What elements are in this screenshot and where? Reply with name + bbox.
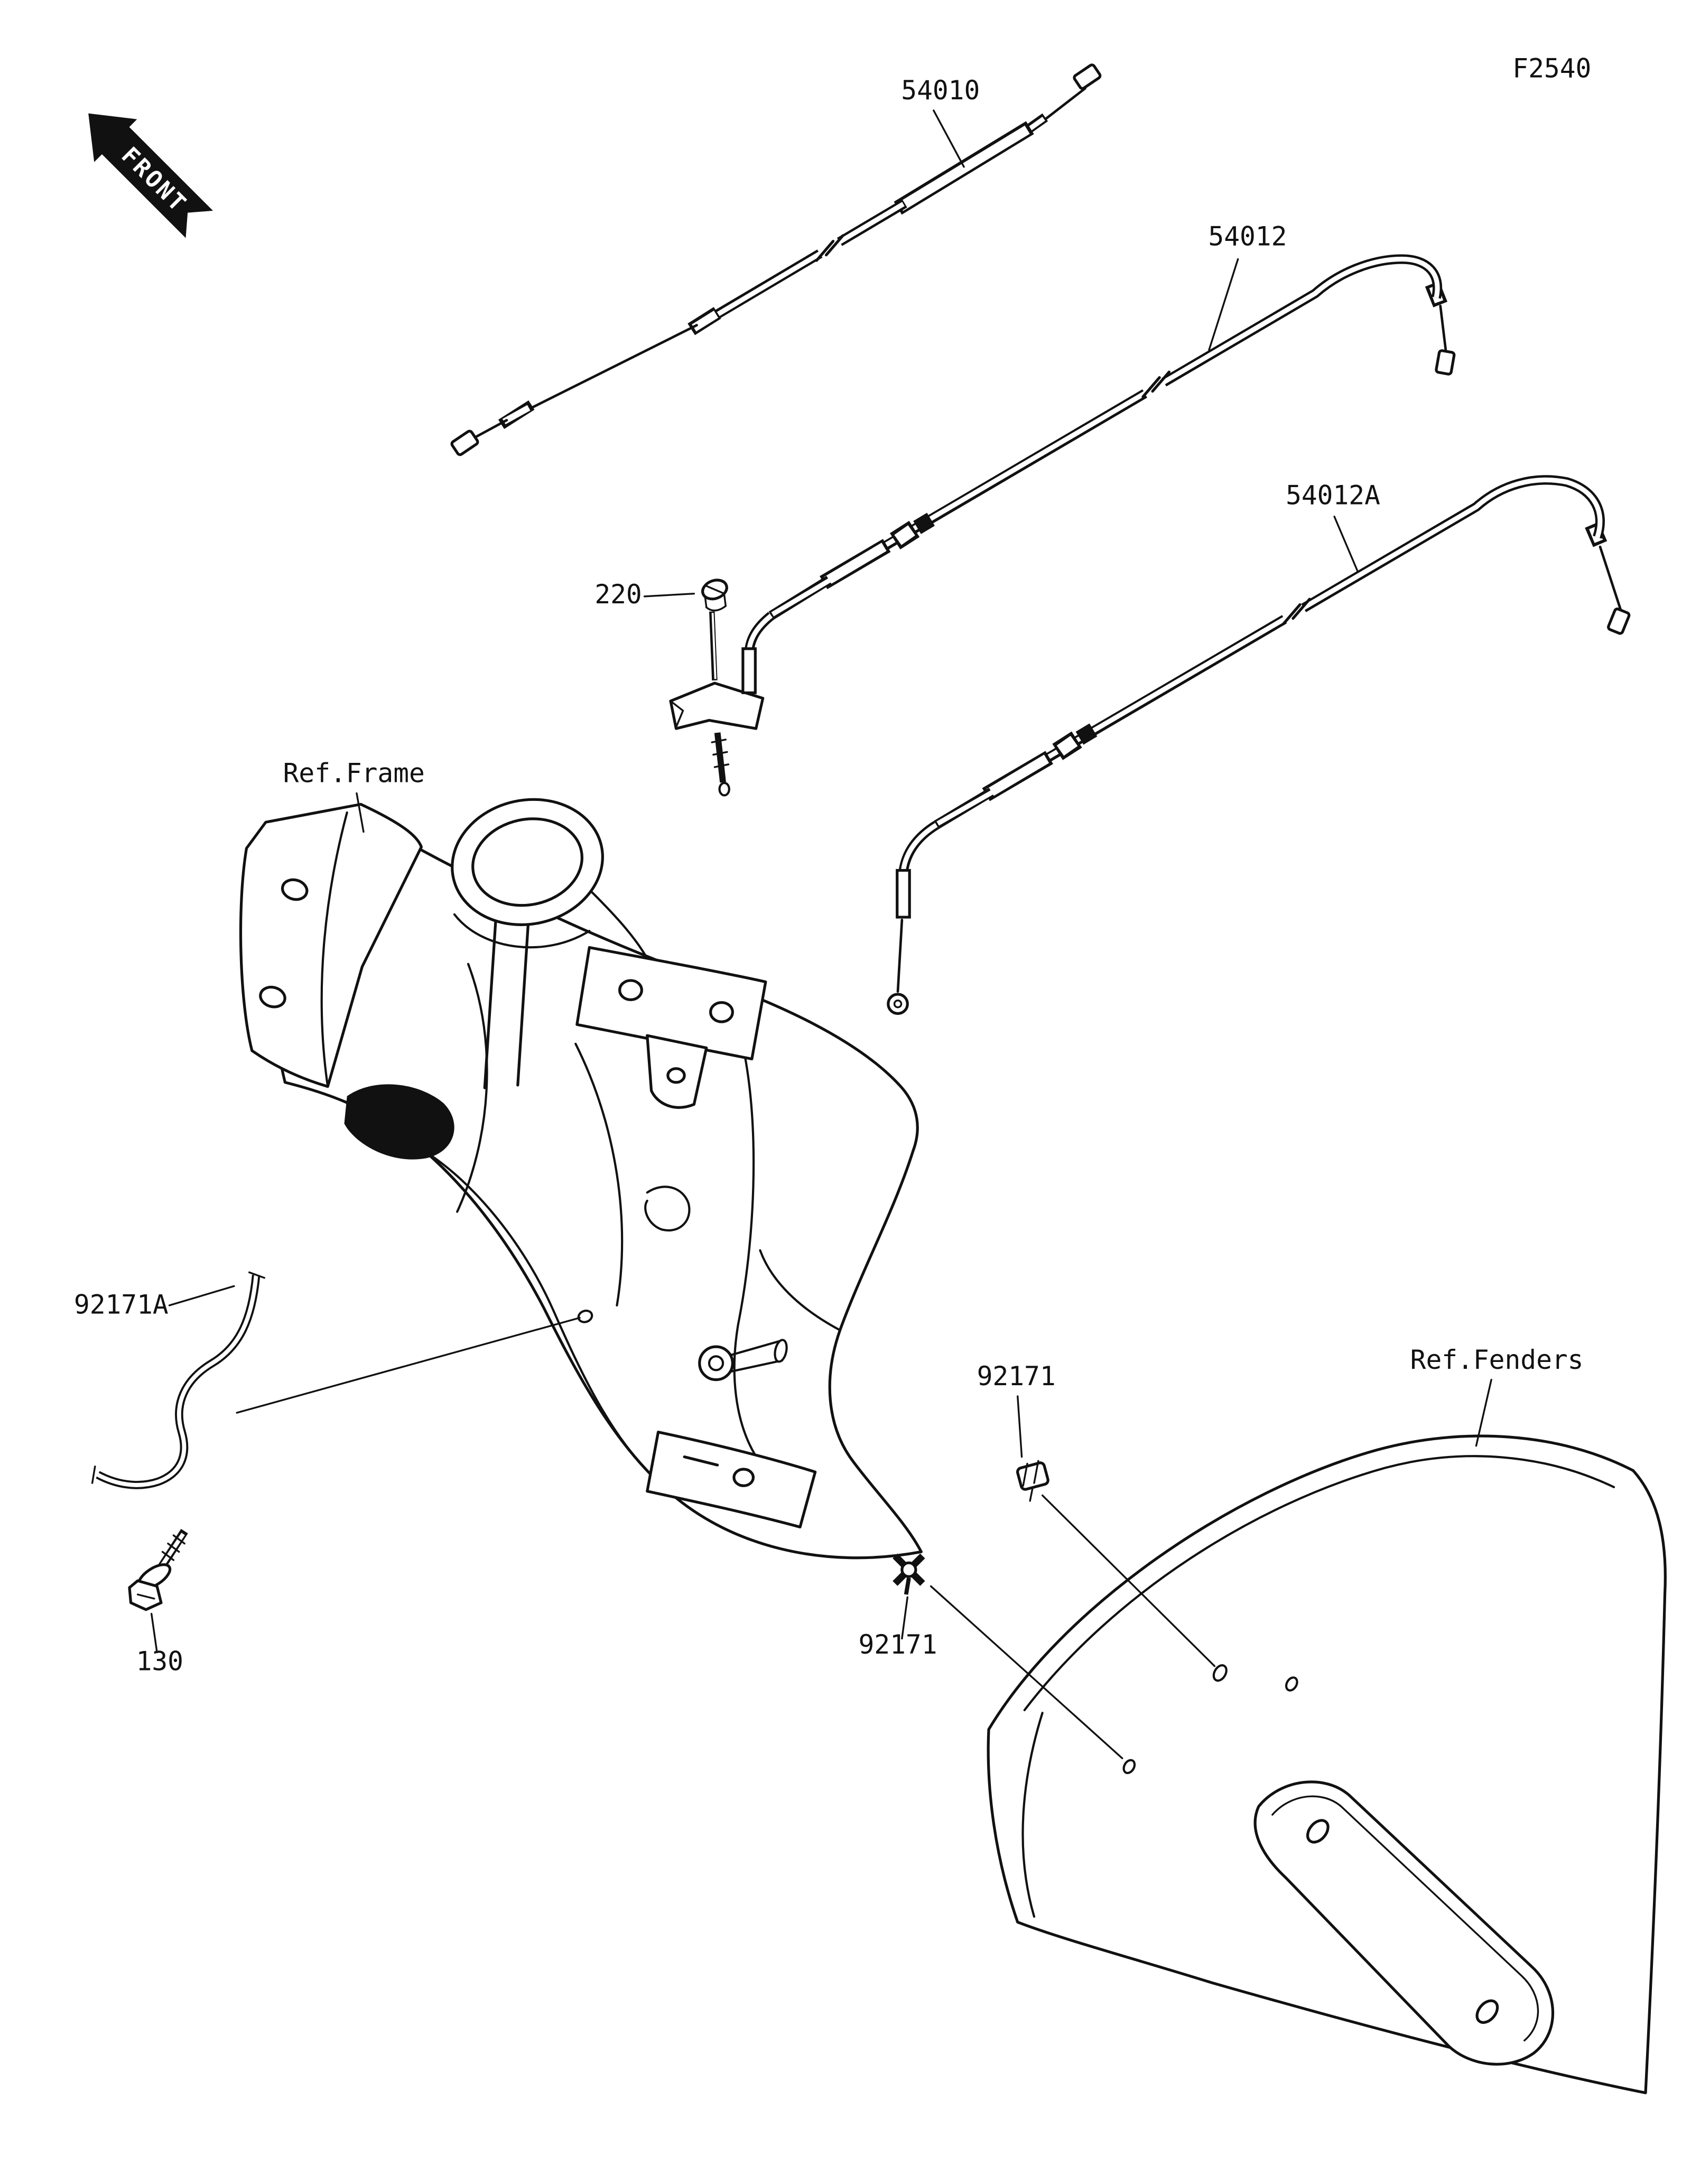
leader-line [933, 109, 965, 168]
leader-line [1041, 1494, 1216, 1667]
part-label-54010: 54010 [901, 75, 980, 106]
leader-line [901, 1596, 908, 1640]
cable-bracket-drawing [669, 578, 765, 797]
figure-code: F2540 [1512, 53, 1591, 83]
ref-frame-label: Ref.Frame [283, 758, 425, 789]
cable-54012a-drawing [887, 475, 1631, 1015]
pipe-92171a-drawing [91, 1271, 266, 1489]
part-label-92171-upper: 92171 [977, 1361, 1056, 1392]
leader-line [643, 592, 695, 598]
leader-line [930, 1585, 1123, 1759]
leader-line [1208, 258, 1239, 351]
bolt-130-drawing [128, 1529, 188, 1611]
leader-lines [150, 109, 1492, 1759]
leader-line [1017, 1395, 1023, 1458]
clamp-92171-upper-drawing [1016, 1460, 1049, 1502]
leader-line [236, 1317, 581, 1414]
front-arrow: FRONT [88, 113, 213, 238]
clamp-92171-lower-drawing [893, 1553, 925, 1595]
part-label-54012: 54012 [1208, 221, 1287, 251]
leader-line [150, 1612, 158, 1654]
part-labels: 54010 54012 54012A 220 92171A 92171 9217… [74, 53, 1591, 1676]
part-label-220: 220 [594, 579, 642, 610]
cable-54012-drawing [741, 254, 1456, 694]
part-label-92171a: 92171A [74, 1290, 169, 1320]
part-label-54012a: 54012A [1286, 480, 1380, 510]
leader-line [1333, 516, 1359, 573]
leader-line [168, 1285, 235, 1306]
frame-drawing [239, 798, 923, 1560]
part-label-130: 130 [136, 1646, 183, 1676]
ref-fenders-label: Ref.Fenders [1410, 1345, 1584, 1375]
leader-line [1475, 1378, 1492, 1447]
fender-drawing [987, 1434, 1667, 2095]
leader-line [356, 792, 365, 833]
part-label-92171-lower: 92171 [859, 1629, 937, 1660]
cable-54010-drawing [450, 63, 1102, 456]
